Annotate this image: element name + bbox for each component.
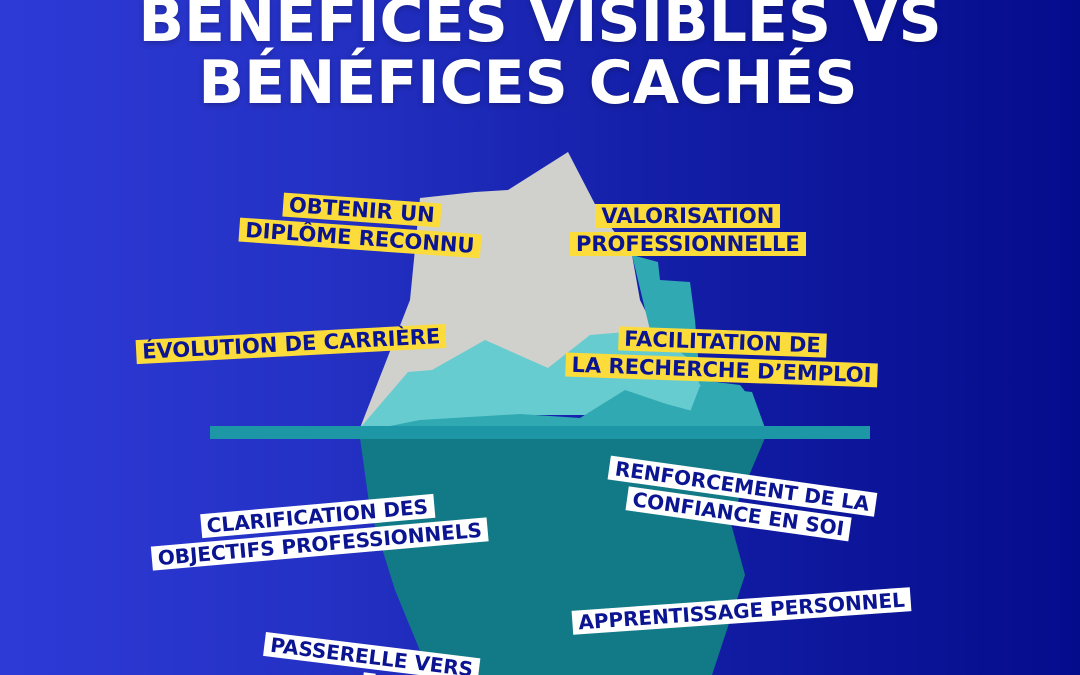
title-line-2: BÉNÉFICES CACHÉS	[198, 48, 858, 118]
title-line-1: BENEFICES VISIBLES VS	[138, 0, 942, 56]
visible-benefit-valorisation: VALORISATION PROFESSIONNELLE	[570, 202, 806, 258]
waterline	[210, 426, 870, 439]
iceberg-ice-mid	[380, 386, 765, 428]
visible-benefit-recherche-emploi: FACILITATION DE LA RECHERCHE D’EMPLOI	[565, 323, 879, 390]
